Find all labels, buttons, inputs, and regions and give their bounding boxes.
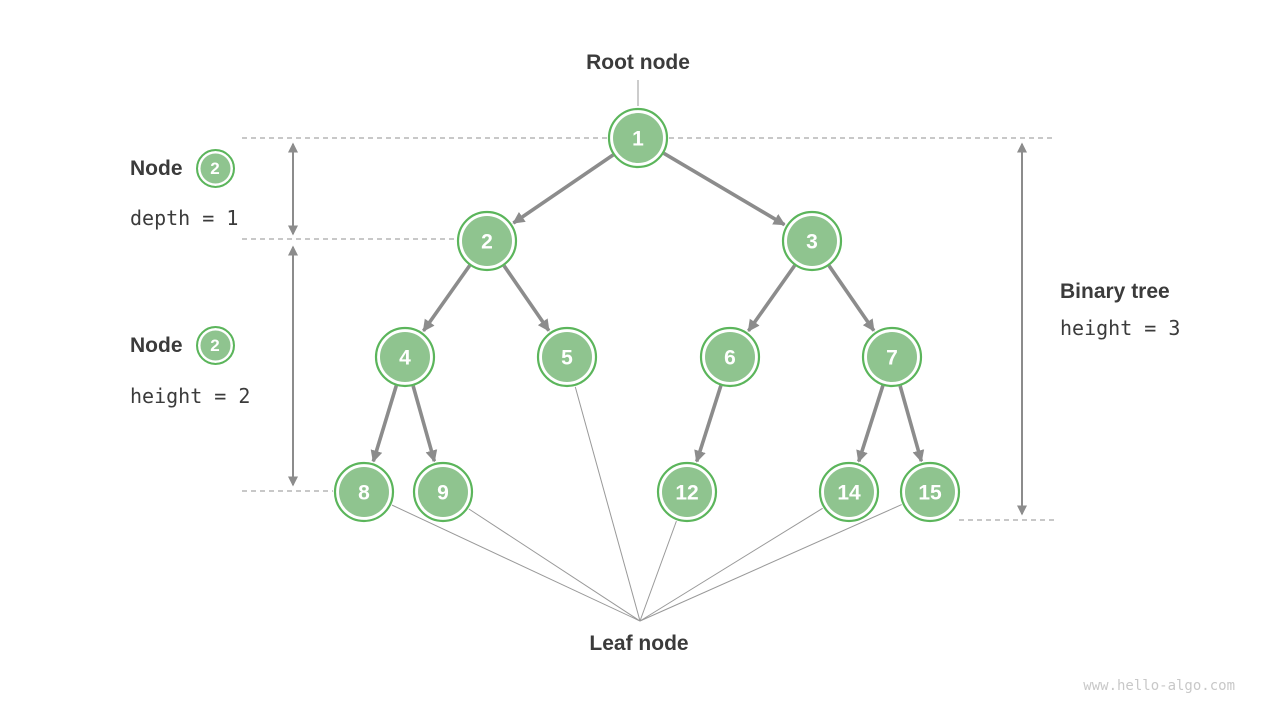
node-number: 7 (886, 347, 898, 370)
binary-tree-height-value: height = 3 (1060, 316, 1181, 340)
tree-edge-7-14 (856, 385, 885, 463)
node-number: 8 (358, 482, 370, 505)
node-number: 6 (724, 347, 736, 370)
node-depth-callout: Node 2 (130, 149, 235, 188)
leaf-pointer-line-9 (468, 508, 641, 622)
leaf-pointer-line-8 (391, 504, 641, 622)
binary-tree-title: Binary tree (1060, 280, 1170, 303)
node-circle (339, 467, 389, 517)
tree-node-7: 7 (861, 326, 923, 388)
tree-node-9: 9 (412, 461, 474, 523)
node-depth-value: depth = 1 (130, 206, 239, 230)
tree-node-3: 3 (781, 210, 843, 272)
leaf-node-label: Leaf node (589, 632, 689, 655)
tree-node-12: 12 (656, 461, 718, 523)
tree-edge-3-7 (827, 264, 876, 332)
node-height-callout: Node 2 (130, 326, 235, 365)
node-circle (824, 467, 874, 517)
tree-node-4: 4 (374, 326, 436, 388)
node-circle (380, 332, 430, 382)
node-circle (705, 332, 755, 382)
node-circle (787, 216, 837, 266)
tree-node-6: 6 (699, 326, 761, 388)
node-number: 5 (561, 347, 573, 370)
tree-node-5: 5 (536, 326, 598, 388)
leaf-pointer-line-5 (574, 386, 641, 622)
tree-edge-6-12 (694, 385, 723, 463)
root-node-label: Root node (586, 51, 690, 74)
tree-edge-7-15 (898, 385, 925, 463)
node-number: 3 (806, 231, 818, 254)
node-circle (613, 113, 663, 163)
node-number: 15 (918, 482, 942, 505)
tree-node-15: 15 (899, 461, 961, 523)
node-depth-title: Node (130, 156, 183, 180)
node-number: 1 (632, 128, 644, 151)
node-circle (418, 467, 468, 517)
node-number: 9 (437, 482, 449, 505)
tree-edge-3-6 (747, 264, 797, 332)
tree-edge-4-9 (411, 385, 438, 463)
watermark: www.hello-algo.com (1083, 678, 1235, 694)
tree-edge-1-2 (512, 153, 615, 225)
node-number: 14 (837, 482, 861, 505)
node-circle (662, 467, 712, 517)
node-circle (462, 216, 512, 266)
node-depth-badge: 2 (195, 149, 235, 188)
tree-node-14: 14 (818, 461, 880, 523)
node-number: 2 (481, 231, 493, 254)
tree-edges-layer (370, 151, 925, 463)
node-height-badge: 2 (195, 326, 235, 365)
node-number: 4 (399, 347, 411, 370)
tree-edge-2-5 (502, 264, 551, 332)
node-height-title: Node (130, 333, 183, 357)
tree-node-2: 2 (456, 210, 518, 272)
node-height-value: height = 2 (130, 384, 251, 408)
node-circle (905, 467, 955, 517)
guide-lines-layer (242, 80, 1056, 622)
tree-edge-4-8 (370, 385, 399, 463)
tree-edge-2-4 (422, 264, 472, 332)
leaf-pointer-line-14 (639, 507, 823, 622)
node-circle (867, 332, 917, 382)
node-number: 12 (675, 482, 698, 505)
leaf-pointer-line-12 (639, 520, 677, 622)
tree-edge-1-3 (662, 151, 786, 227)
node-circle (542, 332, 592, 382)
tree-node-1: 1 (607, 107, 669, 169)
leaf-pointer-line-15 (639, 504, 902, 622)
tree-node-8: 8 (333, 461, 395, 523)
